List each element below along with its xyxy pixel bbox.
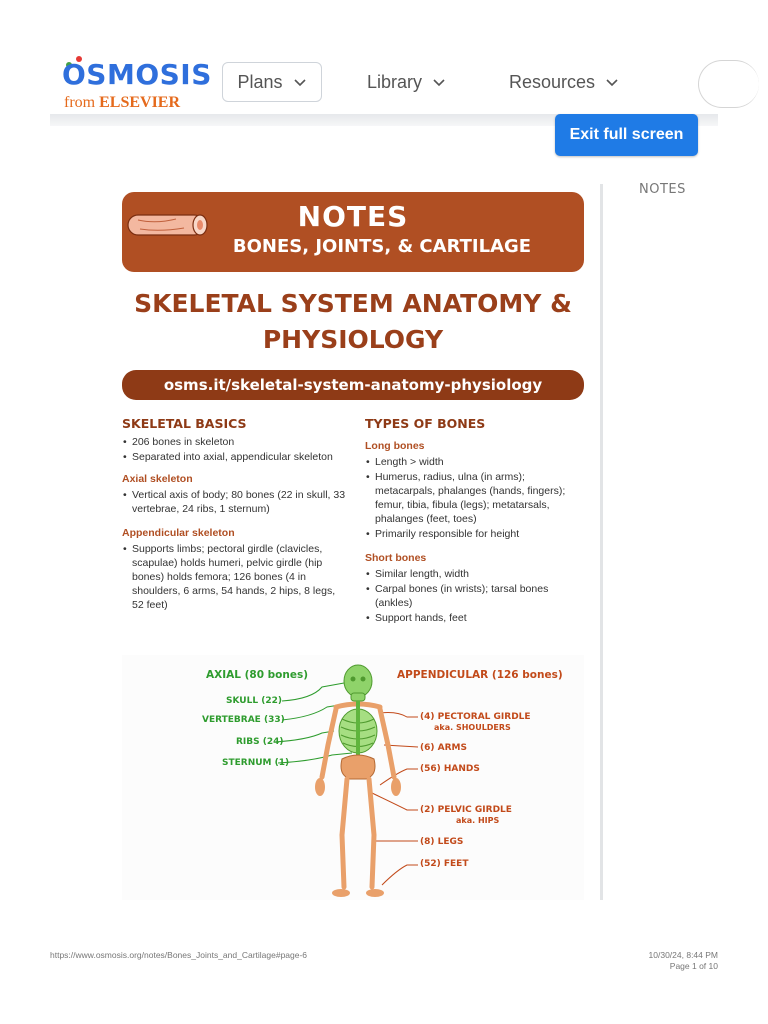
bone-cross-section-icon bbox=[127, 214, 208, 236]
label-pelvic-aka: aka. HIPS bbox=[456, 816, 500, 825]
subsection-heading: Axial skeleton bbox=[122, 473, 193, 485]
list-item: Length > width bbox=[366, 455, 585, 469]
header-divider bbox=[50, 114, 718, 126]
appendicular-heading: APPENDICULAR (126 bones) bbox=[397, 669, 563, 681]
list-item: Vertical axis of body; 80 bones (22 in s… bbox=[123, 488, 347, 516]
subsection-heading: Long bones bbox=[365, 440, 425, 452]
chevron-down-icon bbox=[293, 79, 306, 87]
nav-library-dropdown[interactable]: Library bbox=[367, 62, 446, 102]
label-ribs: RIBS (24) bbox=[236, 737, 284, 747]
logo-subtitle: from ELSEVIER bbox=[64, 94, 181, 111]
list-item: Primarily responsible for height bbox=[366, 527, 585, 541]
exit-full-screen-button[interactable]: Exit full screen bbox=[555, 114, 698, 156]
list-item: Support hands, feet bbox=[366, 611, 585, 625]
list-item: Humerus, radius, ulna (in arms); metacar… bbox=[366, 470, 585, 526]
logo-dot-icon bbox=[76, 56, 82, 62]
list-item: 206 bones in skeleton bbox=[123, 435, 347, 449]
nav-library-label: Library bbox=[367, 71, 423, 92]
nav-resources-dropdown[interactable]: Resources bbox=[509, 62, 619, 102]
label-pectoral-aka: aka. SHOULDERS bbox=[434, 723, 511, 732]
label-vertebrae: VERTEBRAE (33) bbox=[202, 715, 285, 725]
footer-page-info: 10/30/24, 8:44 PM Page 1 of 10 bbox=[600, 950, 718, 972]
osmosis-logo[interactable]: OSMOSIS from ELSEVIER bbox=[62, 56, 211, 116]
section-heading: TYPES OF BONES bbox=[365, 416, 486, 431]
label-pectoral-girdle: (4) PECTORAL GIRDLE bbox=[420, 712, 531, 722]
section-heading: SKELETAL BASICS bbox=[122, 416, 247, 431]
logo-dot-icon bbox=[66, 62, 72, 68]
label-sternum: STERNUM (1) bbox=[222, 758, 290, 768]
list-item: Similar length, width bbox=[366, 567, 585, 581]
footer-url: https://www.osmosis.org/notes/Bones_Join… bbox=[50, 950, 308, 960]
subsection-heading: Appendicular skeleton bbox=[122, 527, 235, 539]
banner-title: NOTES bbox=[297, 200, 409, 233]
label-skull: SKULL (22) bbox=[226, 696, 282, 706]
page-title-line: PHYSIOLOGY bbox=[262, 325, 444, 354]
footer-page-number: Page 1 of 10 bbox=[669, 961, 718, 971]
axial-heading: AXIAL (80 bones) bbox=[206, 669, 309, 681]
subsection-heading: Short bones bbox=[365, 552, 427, 564]
footer-datetime: 10/30/24, 8:44 PM bbox=[648, 950, 718, 960]
types-of-bones-section: TYPES OF BONES Long bones Length > width… bbox=[365, 417, 585, 626]
page-title: SKELETAL SYSTEM ANATOMY & PHYSIOLOGY bbox=[122, 286, 584, 358]
search-box[interactable] bbox=[698, 60, 759, 108]
page-title-line: SKELETAL SYSTEM ANATOMY & bbox=[134, 289, 572, 318]
label-feet: (52) FEET bbox=[420, 859, 469, 869]
list-item: Supports limbs; pectoral girdle (clavicl… bbox=[123, 542, 347, 612]
label-hands: (56) HANDS bbox=[420, 764, 480, 774]
label-legs: (8) LEGS bbox=[420, 837, 464, 847]
nav-plans-label: Plans bbox=[237, 71, 283, 92]
skeleton-diagram: AXIAL (80 bones) APPENDICULAR (126 bones… bbox=[122, 655, 584, 900]
nav-resources-label: Resources bbox=[509, 71, 596, 92]
logo-brand: OSMOSIS bbox=[62, 58, 212, 91]
topic-url-link[interactable]: osms.it/skeletal-system-anatomy-physiolo… bbox=[122, 370, 584, 400]
chevron-down-icon bbox=[433, 79, 445, 87]
notes-sidebar-label: NOTES bbox=[639, 182, 686, 197]
viewer-divider[interactable] bbox=[600, 184, 603, 900]
banner-subtitle: BONES, JOINTS, & CARTILAGE bbox=[232, 236, 532, 257]
list-item: Carpal bones (in wrists); tarsal bones (… bbox=[366, 582, 585, 610]
chevron-down-icon bbox=[606, 79, 618, 87]
skeletal-basics-section: SKELETAL BASICS 206 bones in skeleton Se… bbox=[122, 417, 347, 613]
label-arms: (6) ARMS bbox=[420, 743, 467, 753]
notes-banner: NOTES BONES, JOINTS, & CARTILAGE bbox=[122, 192, 584, 272]
label-pelvic-girdle: (2) PELVIC GIRDLE bbox=[420, 805, 512, 815]
skeleton-illustration bbox=[273, 664, 419, 897]
nav-plans-dropdown[interactable]: Plans bbox=[222, 62, 322, 102]
list-item: Separated into axial, appendicular skele… bbox=[123, 450, 347, 464]
